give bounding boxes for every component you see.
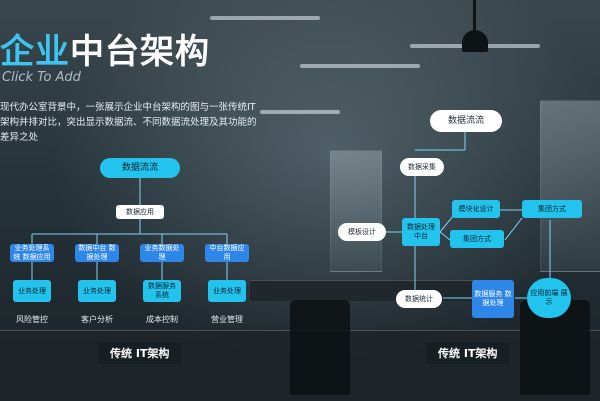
right-stats-node: 数据统计 — [396, 290, 442, 308]
right-service-node: 数据服务 数据处理 — [472, 280, 514, 318]
page-title: 企业中台架构 — [0, 24, 210, 73]
title-accent: 企业 — [0, 32, 70, 72]
ceiling-light — [300, 64, 420, 68]
right-modular-node: 模块化设计 — [452, 200, 500, 218]
window — [330, 150, 382, 272]
title-rest: 中台架构 — [70, 32, 210, 72]
office-chair — [290, 300, 350, 395]
left-label-3: 成本控制 — [146, 315, 178, 324]
left-l2-node-2: 业务处理 — [78, 280, 116, 302]
right-apply-node: 应用前端 展示 — [527, 278, 571, 318]
left-l1-node-4: 中台数据应用 — [205, 244, 249, 262]
ceiling-light — [260, 110, 340, 114]
subtitle: Click To Add — [2, 70, 81, 85]
left-l2-node-3: 数据服务系统 — [143, 280, 181, 302]
pendant-lamp — [462, 0, 488, 52]
right-group-node: 集团方式 — [522, 200, 582, 218]
right-collect-node: 数据采集 — [400, 158, 444, 176]
right-footer-label: 传统 IT架构 — [426, 342, 510, 364]
right-center-node: 数据处理 中台 — [402, 218, 440, 246]
right-top-node: 数据流流 — [430, 110, 502, 132]
left-footer-label: 传统 IT架构 — [98, 342, 182, 364]
left-mid-node: 数据应用 — [116, 205, 164, 219]
left-l2-node-1: 业务处理 — [13, 280, 51, 302]
left-l1-node-1: 业务处理系统 数据应用 — [10, 244, 54, 262]
intro-text: 现代办公室背景中，一张展示企业中台架构的图与一张传统IT架构并排对比，突出显示数… — [0, 102, 257, 143]
right-model-node: 模板设计 — [338, 223, 386, 241]
left-label-4: 营业管理 — [211, 315, 243, 324]
left-label-1: 风险管控 — [16, 315, 48, 324]
left-l1-node-2: 数据中台 数据处理 — [75, 244, 119, 262]
left-label-2: 客户分析 — [81, 315, 113, 324]
left-l2-node-4: 业务处理 — [208, 280, 246, 302]
left-top-node: 数据流流 — [100, 158, 180, 178]
ceiling-light — [210, 16, 320, 20]
left-l1-node-3: 业务数据处理 — [140, 244, 184, 262]
right-group2-node: 集团方式 — [450, 230, 504, 248]
